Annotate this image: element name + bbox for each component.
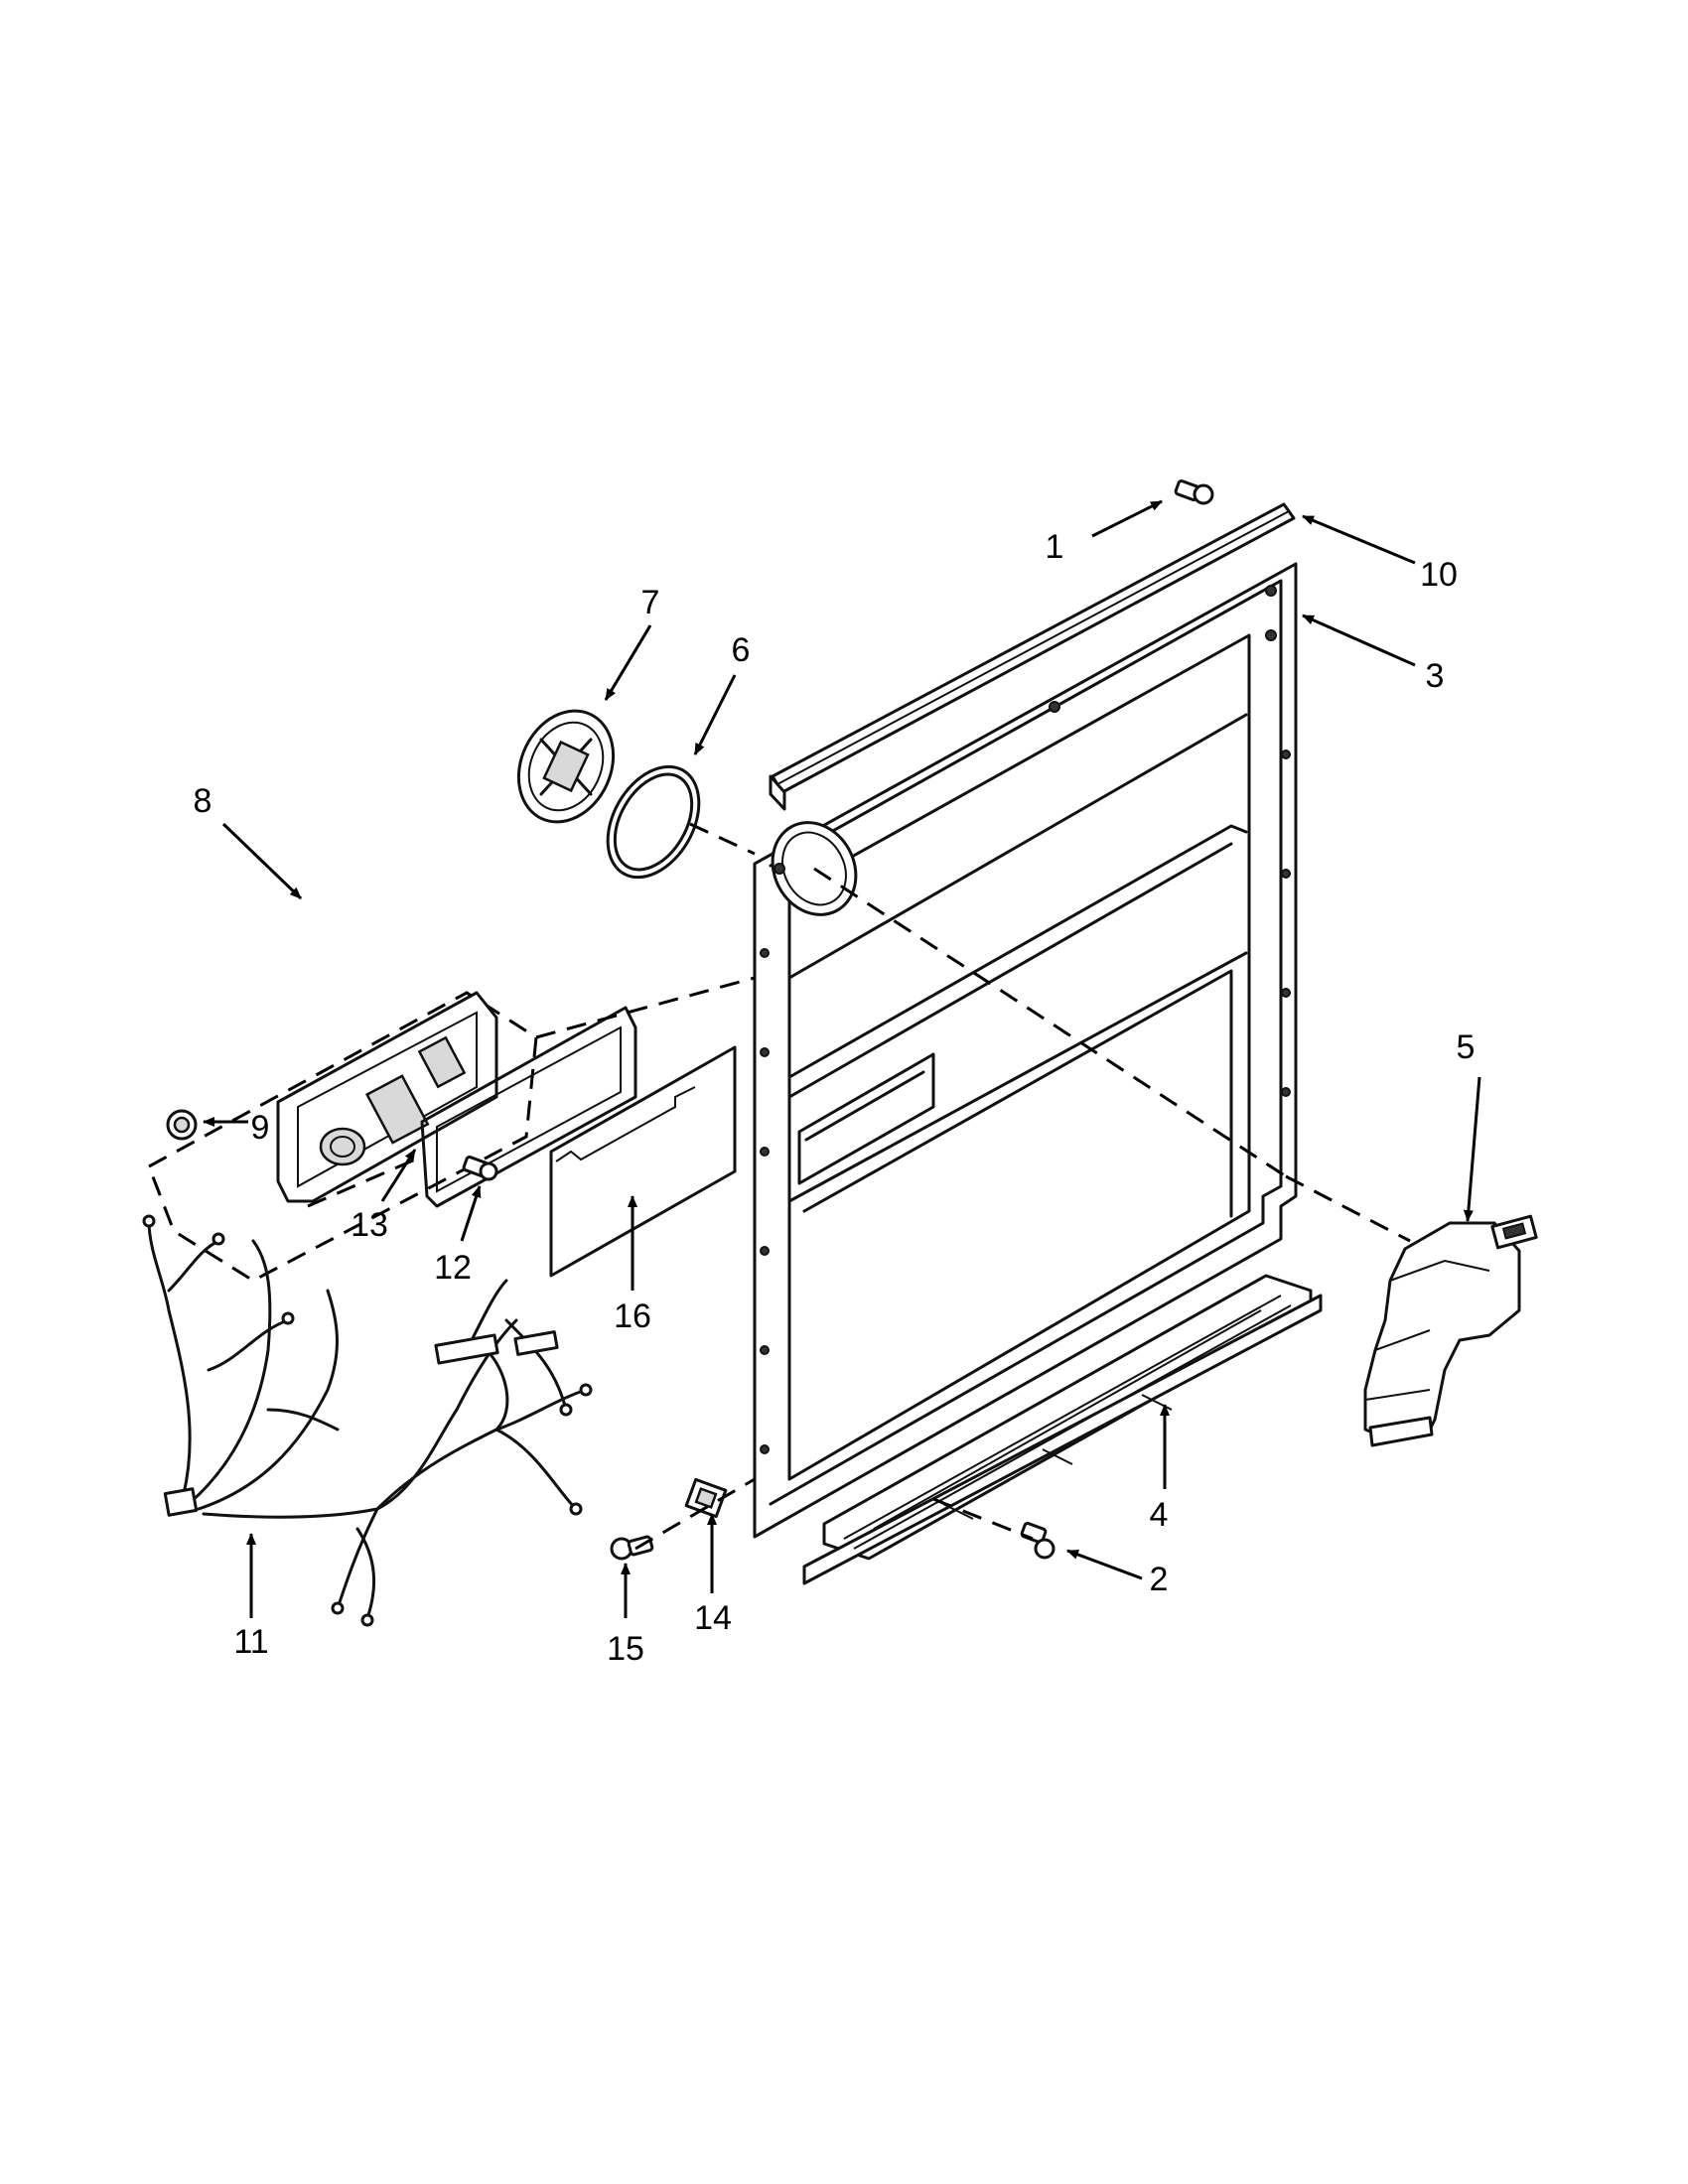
callout-10: 10: [1420, 556, 1458, 594]
vent-duct: [1363, 1214, 1538, 1447]
leader-3: [1302, 614, 1416, 667]
callout-1: 1: [1046, 528, 1064, 566]
callout-8: 8: [194, 782, 212, 820]
assembly-line-housing: [535, 976, 756, 1039]
bottom-screw: [1020, 1522, 1055, 1560]
leader-5: [1463, 1076, 1481, 1222]
callout-3: 3: [1426, 657, 1445, 695]
assembly-line-screw: [634, 1477, 756, 1551]
assembly-line-vent: [689, 822, 756, 856]
leader-2: [1066, 1549, 1143, 1580]
callout-16: 16: [614, 1297, 651, 1335]
callout-4: 4: [1150, 1496, 1169, 1534]
callout-2: 2: [1150, 1561, 1169, 1598]
callout-13: 13: [351, 1206, 388, 1244]
bottom-trim: [802, 1274, 1323, 1585]
leader-12: [460, 1185, 482, 1242]
control-gasket: [420, 1006, 637, 1208]
callout-11: 11: [233, 1623, 268, 1661]
knob: [166, 1109, 198, 1141]
leader-6: [693, 674, 737, 755]
leader-8: [221, 822, 303, 900]
leader-13: [380, 1149, 417, 1202]
callout-14: 14: [694, 1599, 732, 1637]
leader-7: [604, 624, 652, 701]
inner-door-panel: [753, 562, 1298, 1539]
callout-7: 7: [641, 584, 660, 621]
assembly-line-gasket: [307, 1155, 423, 1208]
control-housing: [147, 991, 538, 1283]
top-screw: [1174, 479, 1214, 505]
shield-plate: [549, 1045, 737, 1278]
clip-screw: [610, 1535, 654, 1561]
assembly-line-bottom-screw: [932, 1497, 1034, 1541]
gasket-ring: [606, 764, 701, 880]
callout-12: 12: [434, 1249, 472, 1287]
leader-10: [1302, 514, 1416, 565]
assembly-line-duct-2: [1285, 1174, 1411, 1243]
top-trim-strip: [769, 502, 1296, 811]
control-screw: [462, 1156, 498, 1181]
callout-9: 9: [251, 1109, 270, 1147]
callout-5: 5: [1457, 1028, 1476, 1066]
callout-15: 15: [607, 1630, 644, 1668]
vent-cap: [516, 709, 616, 824]
wire-harness: [142, 1214, 593, 1627]
callout-6: 6: [732, 631, 751, 669]
leader-1: [1091, 499, 1163, 538]
